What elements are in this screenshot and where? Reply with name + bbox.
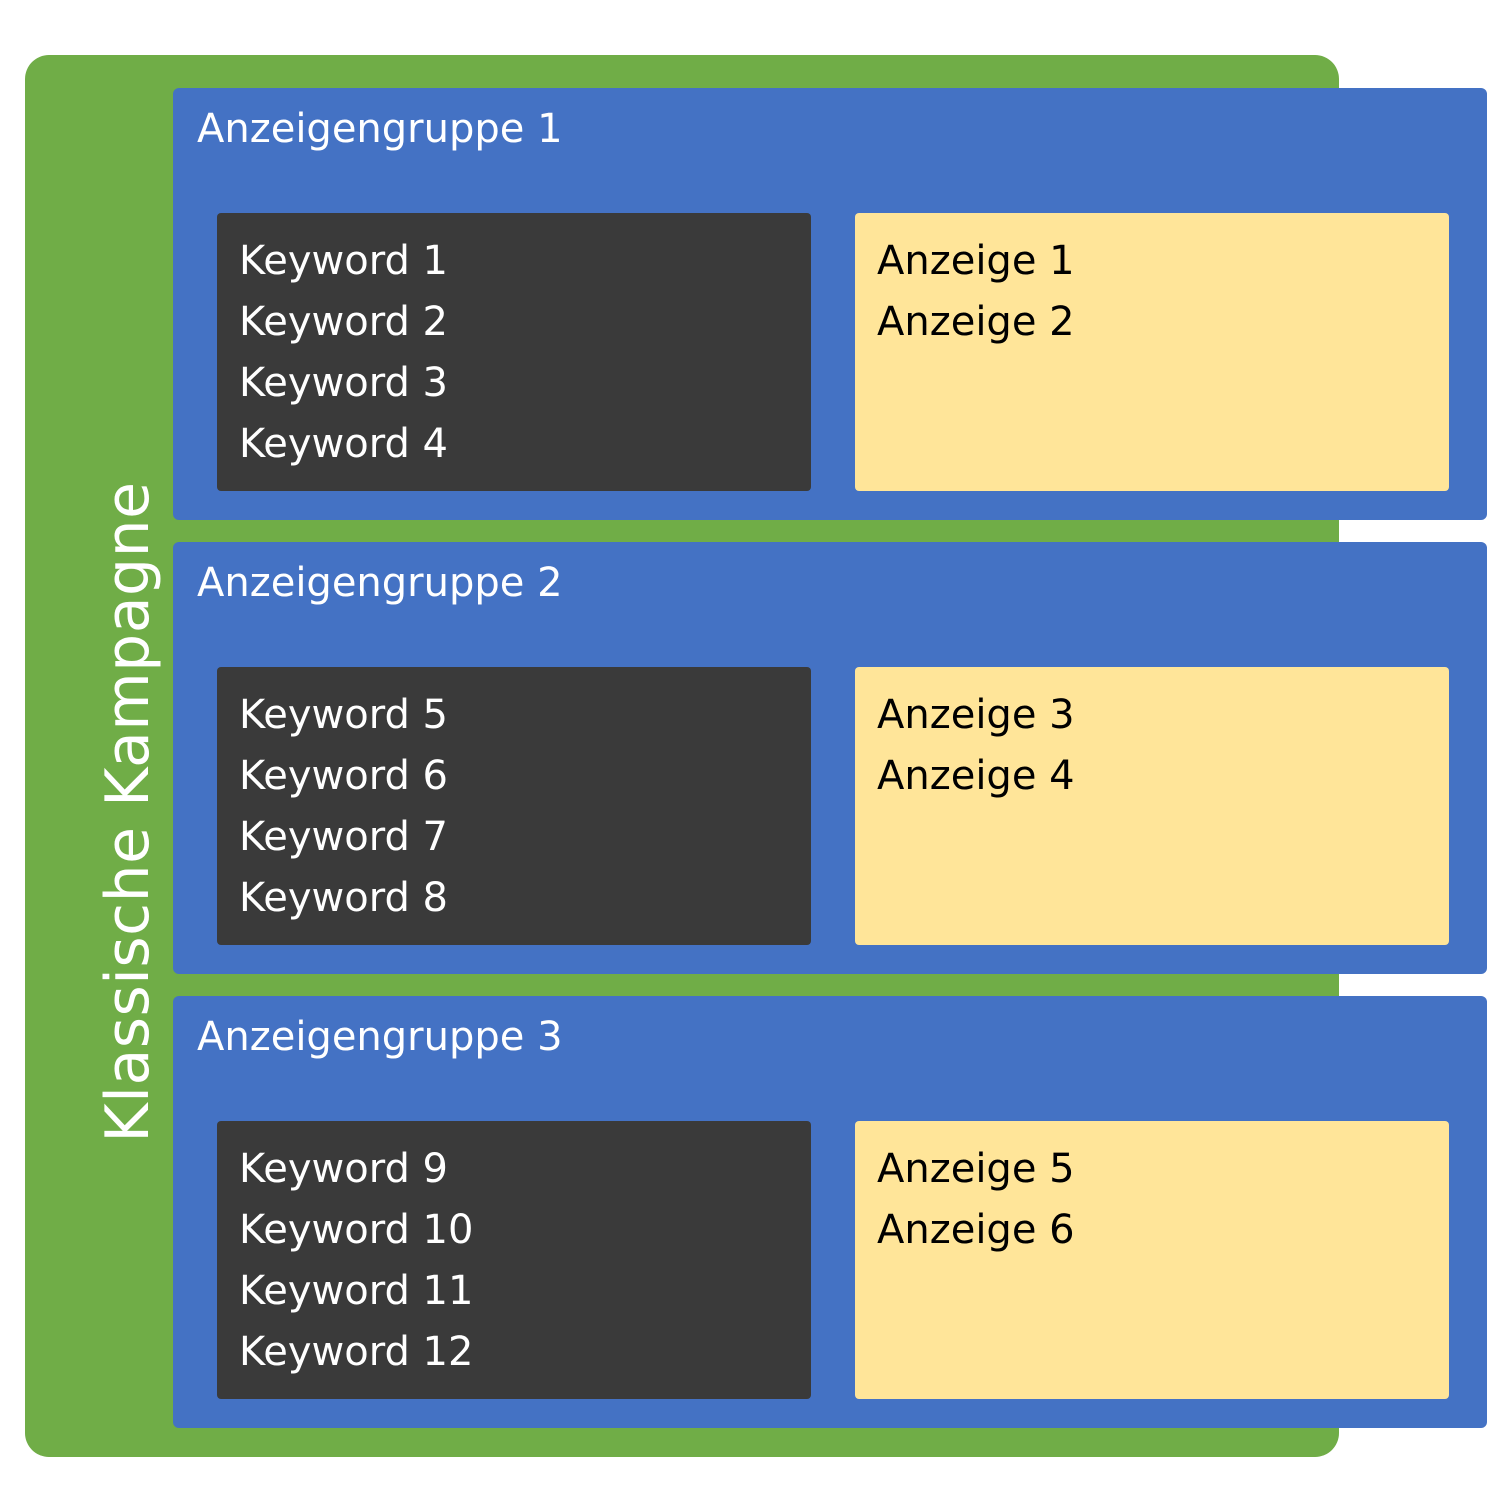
keyword-item: Keyword 7 — [239, 814, 449, 860]
keywords-box: Keyword 5 Keyword 6 Keyword 7 Keyword 8 — [217, 667, 811, 945]
keyword-item: Keyword 1 — [239, 238, 449, 284]
keyword-item: Keyword 9 — [239, 1146, 449, 1192]
ad-group-2: Anzeigengruppe 2 Keyword 5 Keyword 6 Key… — [173, 542, 1487, 974]
ad-item: Anzeige 2 — [877, 299, 1075, 345]
keywords-box: Keyword 1 Keyword 2 Keyword 3 Keyword 4 — [217, 213, 811, 491]
keyword-item: Keyword 6 — [239, 753, 449, 799]
ads-box: Anzeige 1 Anzeige 2 — [855, 213, 1449, 491]
keyword-item: Keyword 3 — [239, 360, 449, 406]
keywords-box: Keyword 9 Keyword 10 Keyword 11 Keyword … — [217, 1121, 811, 1399]
ads-box: Anzeige 5 Anzeige 6 — [855, 1121, 1449, 1399]
ad-group-1: Anzeigengruppe 1 Keyword 1 Keyword 2 Key… — [173, 88, 1487, 520]
ad-item: Anzeige 1 — [877, 238, 1075, 284]
keyword-item: Keyword 2 — [239, 299, 449, 345]
ad-group-title: Anzeigengruppe 1 — [197, 106, 563, 152]
keyword-item: Keyword 11 — [239, 1268, 474, 1314]
ad-group-3: Anzeigengruppe 3 Keyword 9 Keyword 10 Ke… — [173, 996, 1487, 1428]
ads-box: Anzeige 3 Anzeige 4 — [855, 667, 1449, 945]
keyword-item: Keyword 10 — [239, 1207, 474, 1253]
ad-group-title: Anzeigengruppe 3 — [197, 1014, 563, 1060]
ad-item: Anzeige 4 — [877, 753, 1075, 799]
keyword-item: Keyword 4 — [239, 421, 449, 467]
ad-item: Anzeige 3 — [877, 692, 1075, 738]
ad-item: Anzeige 5 — [877, 1146, 1075, 1192]
campaign-label: Klassische Kampagne — [93, 481, 163, 1143]
ad-item: Anzeige 6 — [877, 1207, 1075, 1253]
keyword-item: Keyword 8 — [239, 875, 449, 921]
keyword-item: Keyword 12 — [239, 1329, 474, 1375]
keyword-item: Keyword 5 — [239, 692, 449, 738]
ad-group-title: Anzeigengruppe 2 — [197, 560, 563, 606]
